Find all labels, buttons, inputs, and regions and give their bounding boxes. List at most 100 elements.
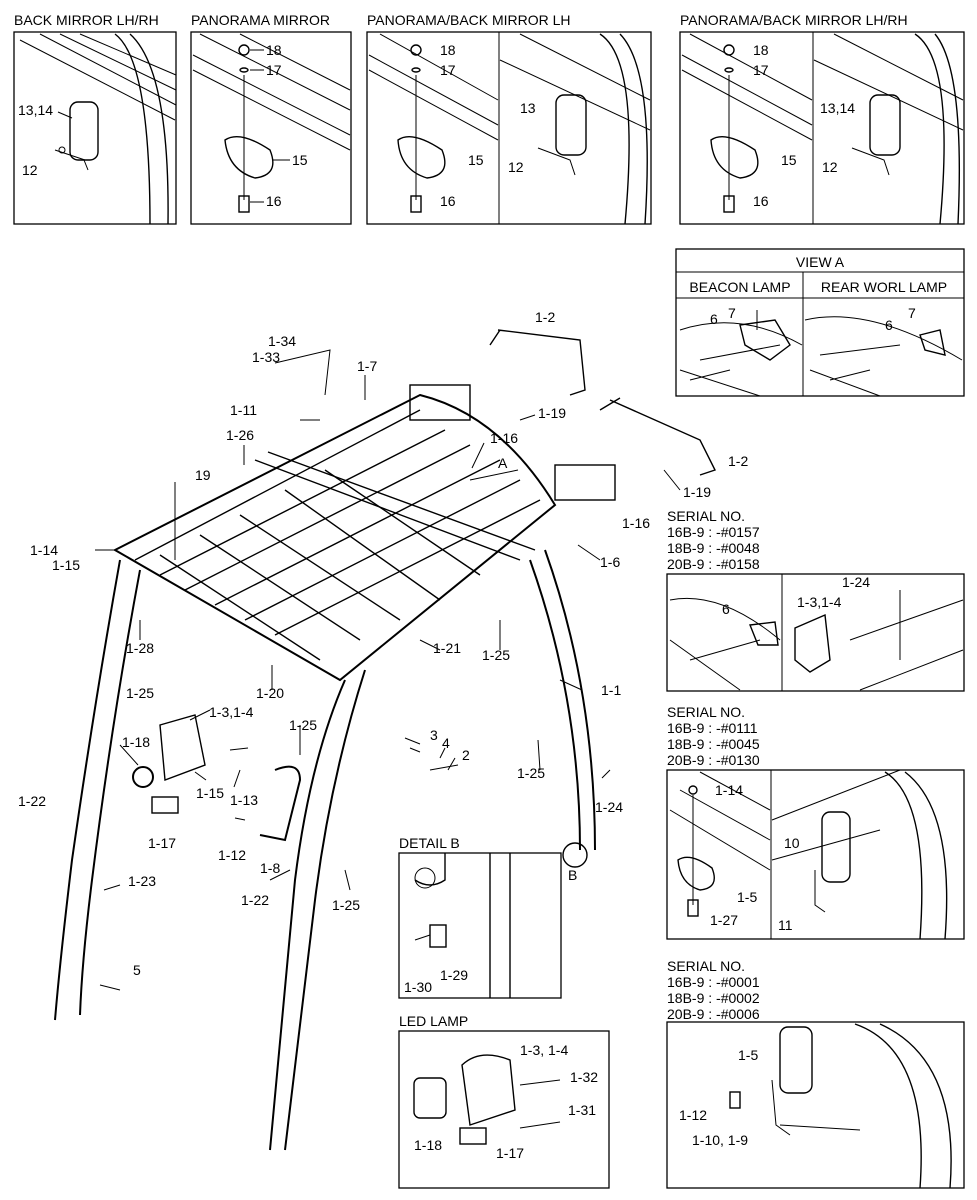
label-2: 2 <box>462 747 470 763</box>
label-1-25-bottom: 1-25 <box>332 897 360 913</box>
label-1-34: 1-34 <box>268 333 296 349</box>
led-label-1-31: 1-31 <box>568 1102 596 1118</box>
label-1-15: 1-15 <box>52 557 80 573</box>
view-a-label-7: 7 <box>728 305 736 321</box>
detail-b-label-1-30: 1-30 <box>404 979 432 995</box>
label-1-1: 1-1 <box>601 682 621 698</box>
label-1-19-right: 1-19 <box>683 484 711 500</box>
label-12: 12 <box>22 162 38 178</box>
label-16: 16 <box>266 193 282 209</box>
panel-serial-2: SERIAL NO. 16B-9 : -#0111 18B-9 : -#0045… <box>666 704 965 940</box>
panel-back-mirror-title: BACK MIRROR LH/RH <box>14 12 159 28</box>
main-overhead-guard <box>54 329 716 1151</box>
panel-panorama-mirror-title: PANORAMA MIRROR <box>191 12 330 28</box>
serial-3-label-1-12: 1-12 <box>679 1107 707 1123</box>
label-12: 12 <box>508 159 524 175</box>
serial-2-label-10: 10 <box>784 835 800 851</box>
serial-1-title: SERIAL NO. <box>667 508 745 524</box>
serial-2-label-11: 11 <box>778 917 793 933</box>
label-16: 16 <box>753 193 769 209</box>
label-1-2-top: 1-2 <box>535 309 555 325</box>
label-13-14: 13,14 <box>18 102 53 118</box>
view-a-label-6: 6 <box>710 311 718 327</box>
label-1-15-lamp: 1-15 <box>196 785 224 801</box>
label-12: 12 <box>822 159 838 175</box>
detail-b-title: DETAIL B <box>399 835 460 851</box>
main-labels: 1-34 1-33 1-7 1-2 1-19 1-16 1-11 1-26 A … <box>18 309 748 978</box>
panel-serial-1: SERIAL NO. 16B-9 : -#0157 18B-9 : -#0048… <box>666 508 965 692</box>
label-1-16-right: 1-16 <box>622 515 650 531</box>
panel-panorama-back-lh-title: PANORAMA/BACK MIRROR LH <box>367 12 571 28</box>
serial-3-line-1: 16B-9 : -#0001 <box>667 974 760 990</box>
label-1-26: 1-26 <box>226 427 254 443</box>
label-1-3-1-4: 1-3,1-4 <box>209 704 254 720</box>
label-1-18: 1-18 <box>122 734 150 750</box>
label-17: 17 <box>753 62 769 78</box>
label-1-25-handle: 1-25 <box>289 717 317 733</box>
panel-back-mirror: BACK MIRROR LH/RH 13,14 12 <box>13 12 177 225</box>
label-1-22-right: 1-22 <box>241 892 269 908</box>
label-1-33: 1-33 <box>252 349 280 365</box>
serial-1-label-6: 6 <box>722 601 730 617</box>
serial-2-line-2: 18B-9 : -#0045 <box>667 736 760 752</box>
panel-detail-b: DETAIL B 1-30 1-29 <box>398 835 562 999</box>
label-1-11: 1-11 <box>230 402 257 418</box>
label-1-12: 1-12 <box>218 847 246 863</box>
label-b: B <box>568 867 577 883</box>
label-1-25-mid: 1-25 <box>482 647 510 663</box>
label-5: 5 <box>133 962 141 978</box>
view-a-label-6b: 6 <box>885 317 893 333</box>
label-15: 15 <box>468 152 484 168</box>
led-lamp-title: LED LAMP <box>399 1013 468 1029</box>
detail-b-label-1-29: 1-29 <box>440 967 468 983</box>
led-label-1-18: 1-18 <box>414 1137 442 1153</box>
label-1-17: 1-17 <box>148 835 176 851</box>
serial-2-label-1-14: 1-14 <box>715 782 743 798</box>
panel-led-lamp: LED LAMP 1-3, 1-4 1-32 1-31 1-18 1-17 <box>398 1013 610 1189</box>
label-1-20: 1-20 <box>256 685 284 701</box>
view-a-label-7b: 7 <box>908 305 916 321</box>
serial-3-line-2: 18B-9 : -#0002 <box>667 990 760 1006</box>
label-1-8: 1-8 <box>260 860 280 876</box>
led-label-1-17: 1-17 <box>496 1145 524 1161</box>
label-15: 15 <box>292 152 308 168</box>
label-3: 3 <box>430 727 438 743</box>
label-1-23: 1-23 <box>128 873 156 889</box>
panel-panorama-mirror: PANORAMA MIRROR 18 17 15 16 <box>190 12 352 225</box>
label-16: 16 <box>440 193 456 209</box>
panel-panorama-back-lh: PANORAMA/BACK MIRROR LH 18 17 15 16 13 1… <box>366 12 652 225</box>
serial-2-label-1-27: 1-27 <box>710 912 738 928</box>
label-1-21: 1-21 <box>433 640 461 656</box>
label-1-24: 1-24 <box>595 799 623 815</box>
serial-2-line-1: 16B-9 : -#0111 <box>667 720 758 736</box>
serial-3-label-1-5: 1-5 <box>738 1047 758 1063</box>
washer-icon <box>239 67 249 73</box>
serial-2-label-1-5: 1-5 <box>737 889 757 905</box>
serial-2-line-3: 20B-9 : -#0130 <box>667 752 760 768</box>
label-1-16-top: 1-16 <box>490 430 518 446</box>
label-1-22-left: 1-22 <box>18 793 46 809</box>
serial-1-label-1-24: 1-24 <box>842 574 870 590</box>
panel-view-a: VIEW A BEACON LAMP REAR WORL LAMP 7 6 7 … <box>675 248 965 397</box>
serial-2-title: SERIAL NO. <box>667 704 745 720</box>
label-1-2-right: 1-2 <box>728 453 748 469</box>
label-18: 18 <box>440 42 456 58</box>
view-a-rear-title: REAR WORL LAMP <box>821 279 947 295</box>
serial-1-label-1-3-1-4: 1-3,1-4 <box>797 594 842 610</box>
label-18: 18 <box>753 42 769 58</box>
serial-3-label-1-10-1-9: 1-10, 1-9 <box>692 1132 748 1148</box>
serial-1-line-3: 20B-9 : -#0158 <box>667 556 760 572</box>
serial-1-line-1: 16B-9 : -#0157 <box>667 524 760 540</box>
label-17: 17 <box>266 62 282 78</box>
serial-3-title: SERIAL NO. <box>667 958 745 974</box>
panel-panorama-back-lhrh-title: PANORAMA/BACK MIRROR LH/RH <box>680 12 908 28</box>
label-1-6: 1-6 <box>600 554 620 570</box>
label-13-14: 13,14 <box>820 100 855 116</box>
panorama-mirror-shape <box>224 136 274 179</box>
label-1-14: 1-14 <box>30 542 58 558</box>
panel-serial-3: SERIAL NO. 16B-9 : -#0001 18B-9 : -#0002… <box>666 958 965 1189</box>
led-label-1-32: 1-32 <box>570 1069 598 1085</box>
label-13: 13 <box>520 100 536 116</box>
label-4: 4 <box>442 735 450 751</box>
